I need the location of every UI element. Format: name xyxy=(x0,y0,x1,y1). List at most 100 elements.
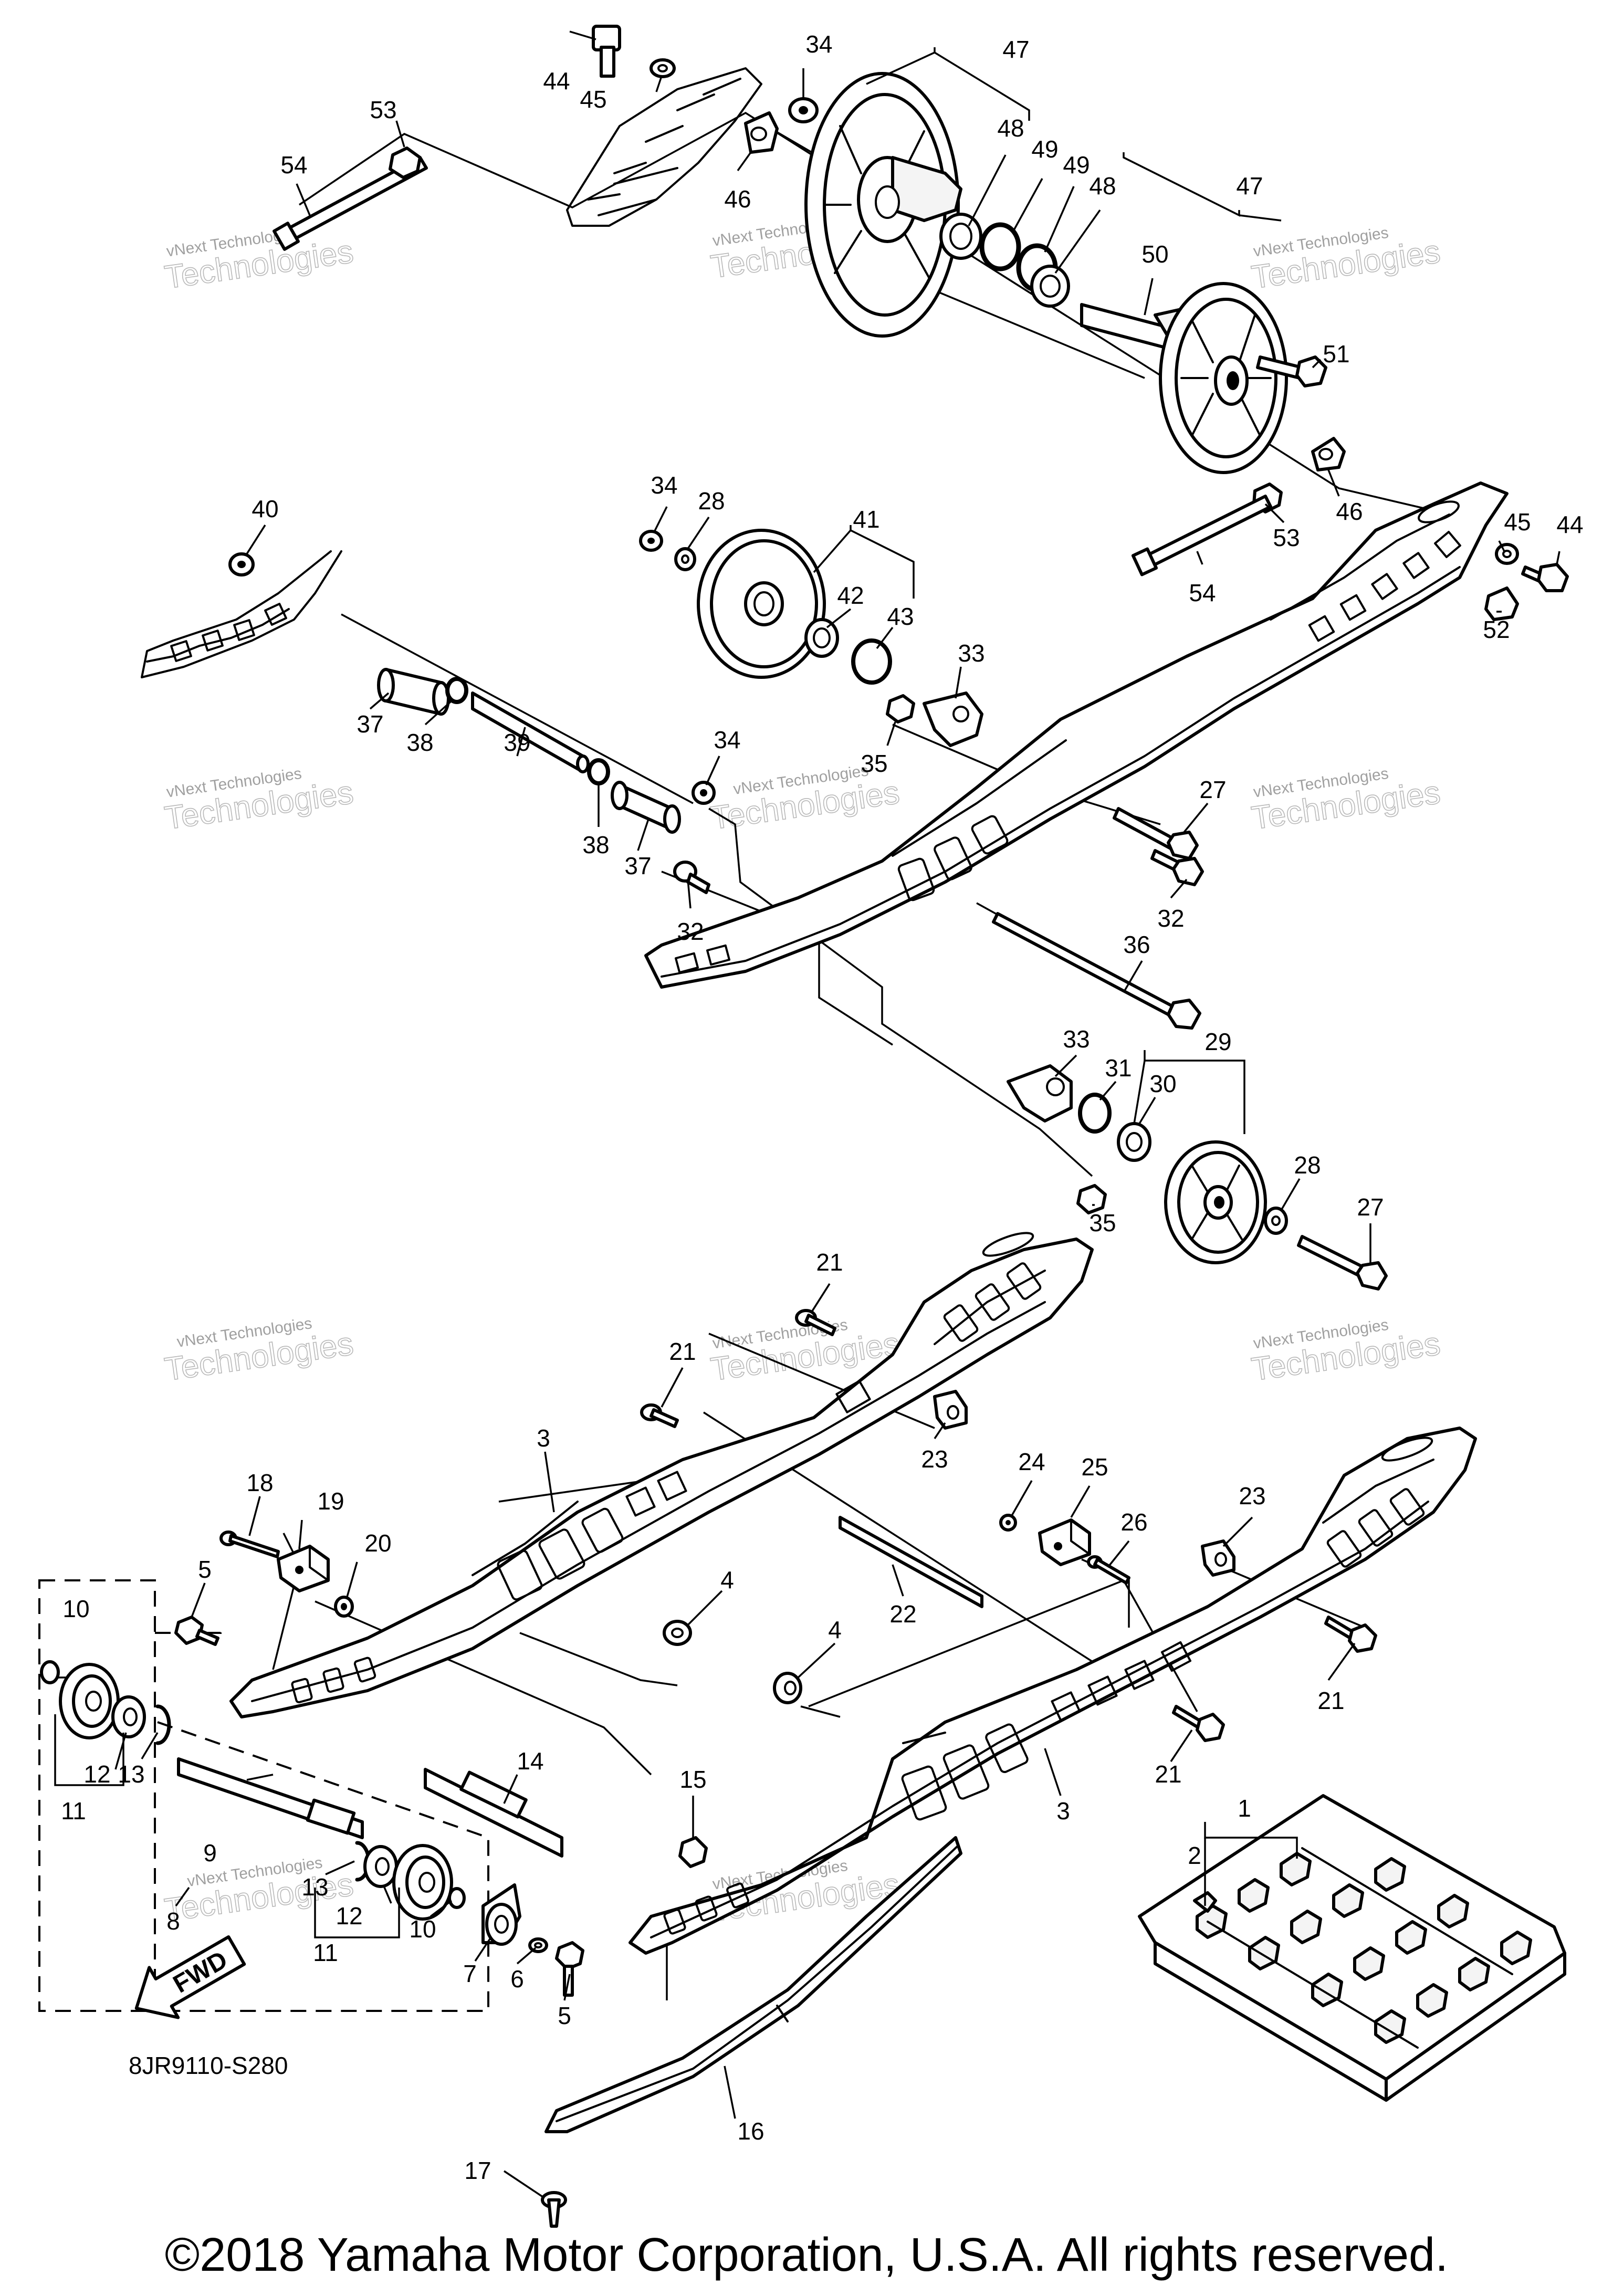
callout-21-a: 21 xyxy=(816,1249,843,1276)
diagram-code: 8JR9110-S280 xyxy=(129,2052,288,2079)
nut-53-upper xyxy=(389,146,422,179)
collar-38-right xyxy=(587,758,610,785)
callout-23-lower: 23 xyxy=(1239,1482,1265,1509)
nut-24 xyxy=(999,1514,1017,1532)
nut-35-lower xyxy=(1076,1184,1107,1214)
shock-mount-33-upper xyxy=(923,691,983,747)
callout-16: 16 xyxy=(737,2117,764,2145)
callout-29: 29 xyxy=(1204,1028,1231,1055)
track-lugs xyxy=(1196,1852,1532,2044)
bolt-27-lower xyxy=(1297,1235,1388,1291)
spacer-37-right xyxy=(611,781,681,834)
bearing-30 xyxy=(1117,1122,1151,1162)
callout-26: 26 xyxy=(1120,1508,1147,1536)
callout-54-upper: 54 xyxy=(280,151,307,179)
callout-1: 1 xyxy=(1238,1795,1251,1822)
callout-34-middle: 34 xyxy=(714,726,740,753)
callout-28-lower: 28 xyxy=(1294,1151,1321,1179)
callout-24: 24 xyxy=(1018,1448,1045,1475)
callout-5-upper: 5 xyxy=(198,1556,212,1583)
callout-leaders xyxy=(54,30,1560,2198)
nut-20 xyxy=(334,1596,354,1618)
collar-52 xyxy=(1484,586,1519,621)
callout-17: 17 xyxy=(464,2157,491,2184)
callout-4-upper: 4 xyxy=(720,1566,734,1593)
circlip-10-upper xyxy=(40,1660,60,1684)
shock-mount-33-lower xyxy=(1007,1064,1073,1123)
bearing-42 xyxy=(804,618,839,658)
circlip-49-a xyxy=(979,222,1021,271)
bearing-12-right xyxy=(363,1845,398,1888)
callout-21-b: 21 xyxy=(669,1338,696,1365)
callout-35-lower: 35 xyxy=(1089,1209,1116,1236)
callout-8: 8 xyxy=(166,1907,180,1935)
bolt-21-b xyxy=(640,1403,679,1428)
callout-13-left: 13 xyxy=(118,1760,144,1788)
callout-4-lower: 4 xyxy=(828,1616,842,1643)
callout-19: 19 xyxy=(317,1487,344,1515)
callout-18: 18 xyxy=(246,1469,273,1496)
wear-strip-16 xyxy=(544,1836,962,2133)
slide-rail-3-upper-slots xyxy=(291,1232,1042,1704)
callout-53-right: 53 xyxy=(1273,524,1300,551)
callout-39: 39 xyxy=(504,729,530,756)
bolt-32-right xyxy=(1150,849,1204,886)
axle-9 xyxy=(177,1757,364,1839)
callout-31: 31 xyxy=(1105,1054,1132,1082)
watermark-6: vNext Technologies Technologies xyxy=(1249,765,1443,837)
circlip-31 xyxy=(1078,1093,1112,1134)
middle-section xyxy=(141,481,1569,1291)
callout-47-left: 47 xyxy=(1002,36,1029,63)
callout-6: 6 xyxy=(510,1965,524,1993)
sprocket-wheel-47-left xyxy=(804,72,962,338)
callout-33-upper: 33 xyxy=(958,639,984,667)
bolt-21-a xyxy=(795,1309,836,1336)
callout-50: 50 xyxy=(1141,240,1168,268)
collar-38-left xyxy=(445,677,468,704)
sprocket-wheel-47-right xyxy=(1159,282,1288,474)
spacer-14 xyxy=(424,1768,563,1858)
nut-15 xyxy=(678,1836,708,1868)
callout-13-right: 13 xyxy=(301,1873,328,1901)
circlip-10-lower xyxy=(448,1887,466,1909)
bolt-44-right xyxy=(1521,563,1569,592)
callout-37-right: 37 xyxy=(624,852,651,879)
callout-3-lower: 3 xyxy=(1056,1797,1070,1825)
idler-wheel-11-right xyxy=(392,1844,453,1921)
shaft-22 xyxy=(839,1516,983,1608)
left-rail-ghost xyxy=(141,550,342,678)
callout-52: 52 xyxy=(1483,616,1510,643)
bolt-5-upper xyxy=(174,1616,219,1646)
watermark-7: vNext Technologies Technologies xyxy=(162,1315,357,1388)
callout-34-top: 34 xyxy=(805,30,832,58)
end-cap-7 xyxy=(481,1883,521,1946)
callout-38-left: 38 xyxy=(406,729,433,756)
bolt-32-left xyxy=(673,861,710,894)
rear-suspension-top xyxy=(273,25,1346,576)
callout-11-left: 11 xyxy=(61,1797,86,1825)
callout-14: 14 xyxy=(517,1747,543,1775)
idler-wheel-29 xyxy=(1164,1140,1267,1264)
callout-51: 51 xyxy=(1323,340,1349,368)
washer-28-upper xyxy=(674,547,696,571)
circlip-43 xyxy=(851,638,892,685)
watermark-3: vNext Technologies Technologies xyxy=(1249,224,1443,296)
callout-30: 30 xyxy=(1149,1070,1176,1097)
callout-43: 43 xyxy=(887,603,914,630)
callout-21-c: 21 xyxy=(1317,1687,1344,1714)
callout-15: 15 xyxy=(679,1766,706,1793)
callout-11-right: 11 xyxy=(313,1939,338,1966)
callout-40: 40 xyxy=(252,495,278,522)
copyright-notice: ©2018 Yamaha Motor Corporation, U.S.A. A… xyxy=(164,2229,1449,2281)
callout-45-right: 45 xyxy=(1504,508,1531,536)
callout-37-left: 37 xyxy=(357,710,383,738)
watermark-9: vNext Technologies Technologies xyxy=(1249,1316,1443,1388)
callout-48-left: 48 xyxy=(997,114,1024,142)
bearing-48-left xyxy=(939,213,982,260)
callout-12-left: 12 xyxy=(83,1760,110,1788)
long-bolt-36 xyxy=(992,912,1201,1030)
callout-46-right: 46 xyxy=(1336,498,1363,525)
watermark-4: vNext Technologies Technologies xyxy=(162,765,357,837)
bumper-19 xyxy=(277,1545,330,1592)
bolt-51 xyxy=(1256,355,1327,387)
